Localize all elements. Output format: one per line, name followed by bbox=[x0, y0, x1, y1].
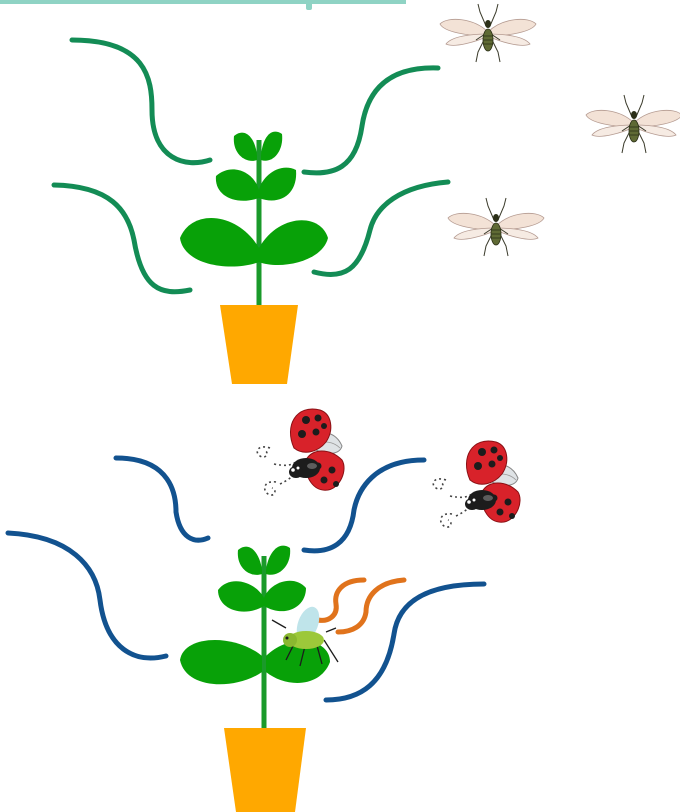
header-bar bbox=[0, 0, 406, 10]
plant-icon bbox=[180, 132, 328, 306]
winged-aphid-icon bbox=[586, 95, 680, 153]
winged-aphid-icon bbox=[440, 4, 536, 62]
flower-pot-icon bbox=[224, 728, 306, 812]
ladybug-icon bbox=[257, 409, 344, 495]
infested-plant-scene bbox=[8, 409, 520, 812]
winged-aphid-icon bbox=[448, 198, 544, 256]
uninfested-plant-scene bbox=[54, 4, 680, 384]
ladybug-icon bbox=[433, 441, 520, 527]
flower-pot-icon bbox=[220, 305, 298, 384]
signal-curves bbox=[318, 580, 404, 632]
